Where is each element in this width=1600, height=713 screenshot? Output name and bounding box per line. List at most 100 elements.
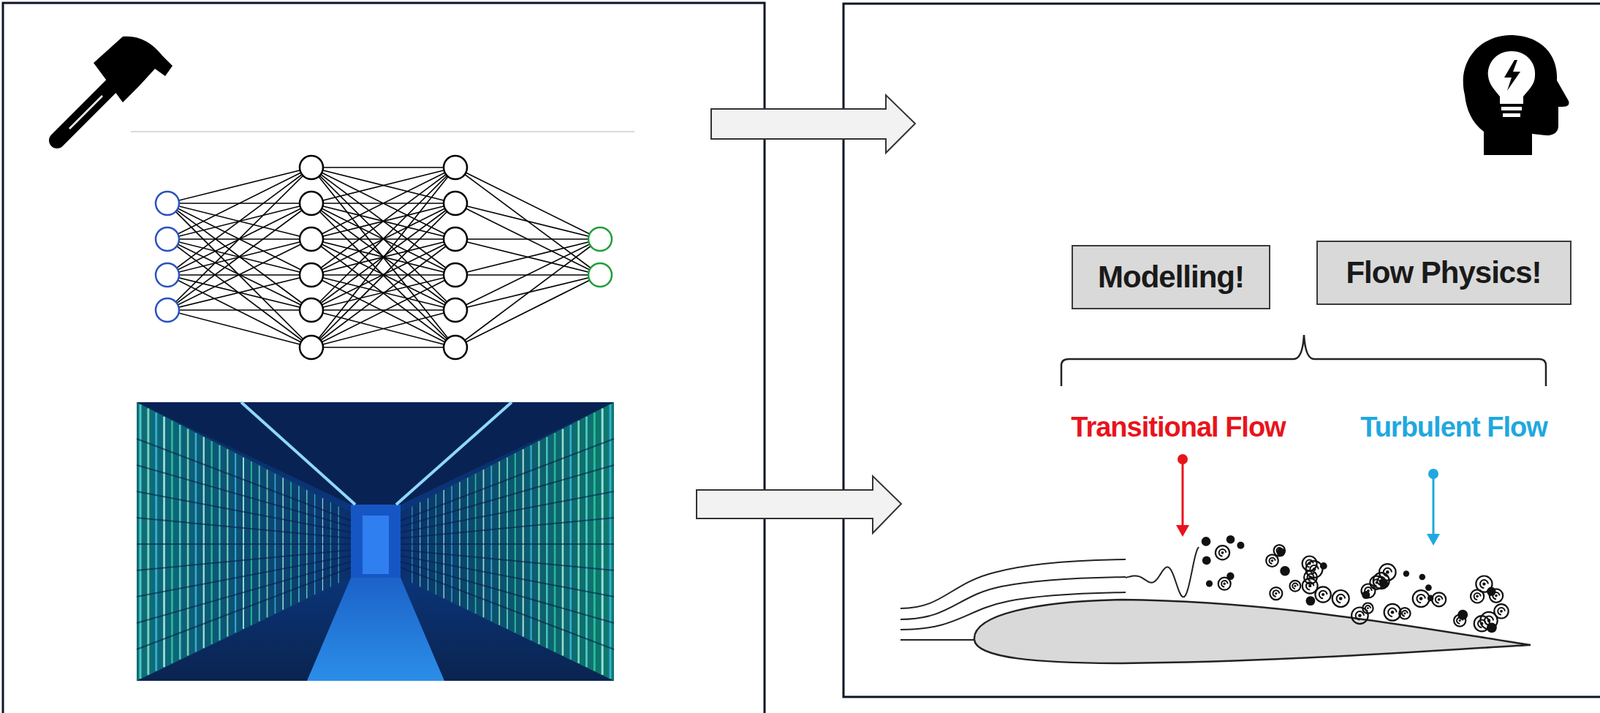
rack-cables (234, 453, 237, 633)
eddy (1320, 562, 1328, 570)
eddy (1269, 557, 1276, 564)
nn-link (455, 239, 601, 310)
eddy (1366, 589, 1370, 593)
nn-link (167, 274, 312, 310)
nn-link (167, 167, 312, 204)
eddy (1336, 594, 1345, 603)
eddy (1219, 548, 1227, 557)
eddy (1412, 589, 1430, 607)
eddy (1274, 544, 1285, 556)
nn-link (311, 167, 456, 348)
nn-link (311, 167, 456, 310)
rack-shelf (400, 517, 614, 538)
eddy (1419, 596, 1424, 601)
eddy (1221, 580, 1228, 587)
nn-neuron (588, 227, 612, 251)
rack-cables (546, 437, 548, 649)
nn-neuron (155, 191, 180, 215)
nn-link (311, 167, 456, 204)
pointer-arrow (1426, 468, 1440, 546)
eddy (1403, 570, 1410, 576)
nn-link (167, 167, 312, 310)
rack-shelf (400, 464, 614, 527)
nn-link (311, 167, 456, 310)
neural-network (155, 155, 612, 359)
rack-cables (139, 404, 142, 679)
rack-cables (609, 404, 612, 679)
eddy (1425, 584, 1432, 591)
nn-neuron (443, 155, 468, 180)
eddy (1390, 610, 1395, 614)
right-panel (843, 3, 1600, 697)
nn-link (455, 238, 601, 240)
eddy (1385, 570, 1390, 574)
nn-link (455, 274, 601, 348)
nn-neuron (299, 155, 324, 180)
rack-cables (171, 420, 174, 663)
brace (1061, 334, 1546, 386)
rack-cables (506, 457, 508, 630)
eddy (1293, 584, 1296, 587)
eddy (1306, 581, 1314, 590)
eddy (1497, 607, 1505, 615)
eddy (1236, 541, 1245, 549)
eddy (1416, 594, 1425, 603)
nn-link (311, 167, 456, 348)
eddy (1384, 603, 1402, 621)
nn-neuron (155, 298, 180, 322)
nn-link (455, 167, 601, 240)
rack-cables (529, 445, 532, 641)
nn-neuron (299, 191, 324, 215)
eddy (1427, 594, 1435, 602)
rack-cables (218, 445, 221, 641)
rack-cables (577, 420, 580, 663)
eddy (1221, 551, 1225, 555)
eddy (1265, 554, 1279, 567)
rack-cables (593, 412, 596, 671)
eddy (1274, 592, 1277, 595)
turbulent-eddies (1201, 535, 1509, 633)
rack-cables (242, 457, 245, 630)
eddy (1226, 572, 1234, 580)
rack-cables (187, 428, 190, 655)
rack-shelf (400, 555, 614, 597)
eddy (1401, 610, 1408, 617)
eddy (1290, 580, 1302, 592)
rack-cables (537, 440, 540, 644)
nn-link (311, 309, 456, 348)
nn-neuron (443, 191, 468, 215)
nn-link (167, 203, 312, 310)
rack-cables (601, 408, 604, 675)
hammer-icon (57, 36, 173, 141)
eddy (1482, 581, 1486, 585)
rack-shelf (400, 567, 614, 650)
nn-neuron (443, 335, 468, 359)
nn-link (311, 203, 456, 348)
rack-shelf (400, 543, 614, 545)
eddy (1373, 572, 1390, 589)
eddy (1480, 611, 1497, 629)
rack-shelf (136, 555, 351, 597)
eddy (1271, 559, 1274, 562)
nn-link (455, 203, 601, 275)
nn-link (455, 167, 601, 275)
eddy (1453, 614, 1466, 627)
nn-neuron (588, 263, 612, 287)
rack-shelf (136, 438, 351, 521)
rack-shelf (136, 517, 351, 538)
rack-shelf (136, 543, 351, 545)
eddy (1487, 618, 1492, 623)
nn-link (311, 274, 456, 348)
rack-shelf (400, 561, 614, 623)
nn-link (455, 203, 601, 240)
nn-neuron (155, 227, 180, 251)
nn-link (311, 167, 456, 240)
rack-cables (585, 416, 588, 668)
eddy (1292, 582, 1298, 588)
block-arrow (711, 95, 916, 153)
nn-link (455, 239, 601, 275)
rack-cables (162, 416, 166, 668)
eddy (1499, 609, 1503, 613)
eddy (1355, 611, 1364, 620)
